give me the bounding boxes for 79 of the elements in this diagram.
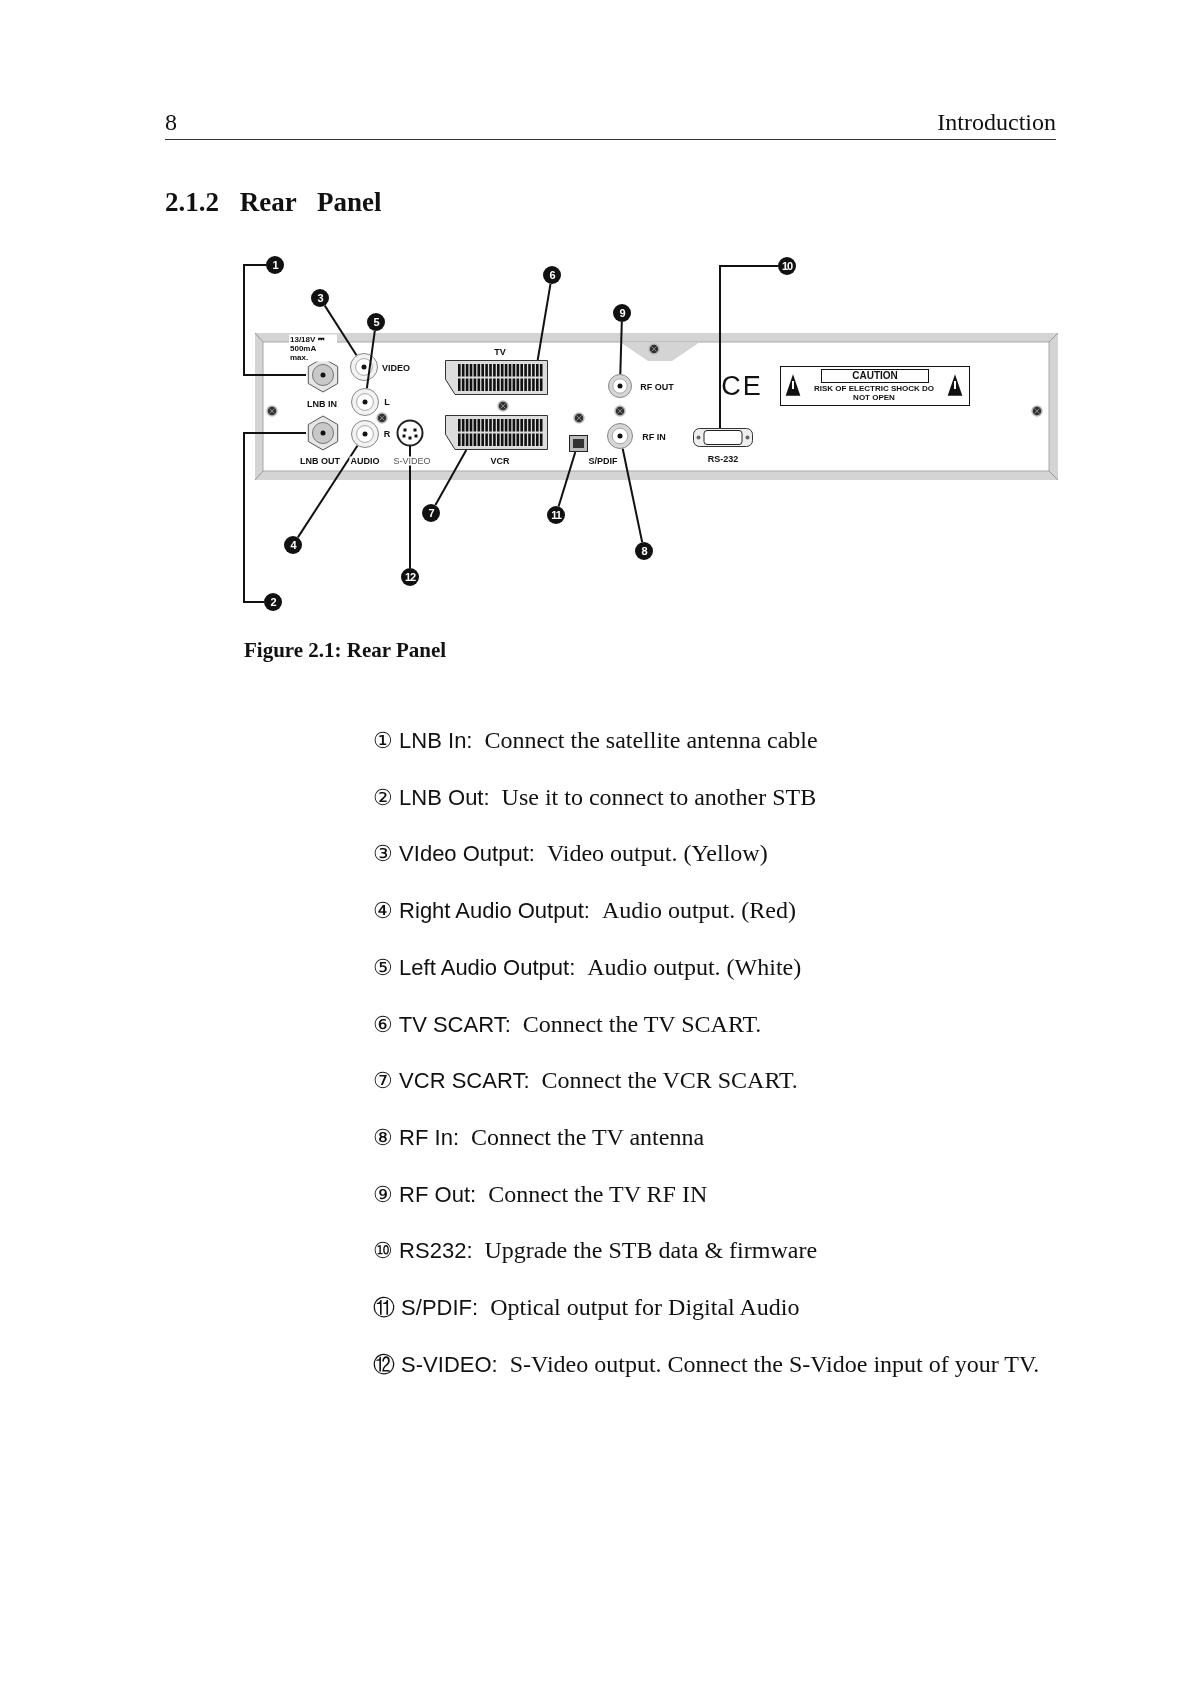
callout-number: 12 [401, 568, 419, 586]
serial-port [693, 428, 753, 447]
item-description: Audio output. (Red) [601, 897, 796, 924]
item-term: ⑤ Left Audio Output: [373, 954, 576, 980]
callout-number: 6 [543, 266, 561, 284]
leader-line [619, 321, 623, 375]
leader-line [243, 264, 307, 376]
item-description: Connect the satellite antenna cable [484, 727, 818, 753]
callout-number: 8 [635, 542, 653, 560]
item-description: Connect the TV antenna [471, 1123, 705, 1150]
leader-line [434, 449, 468, 507]
leader-line [296, 444, 359, 539]
callout-number: 10 [778, 257, 796, 275]
item-description: S-Video output. Connect the S-Vidoe input of your TV. [509, 1350, 1040, 1377]
leader-line [719, 265, 779, 429]
port-label: S-VIDEO [392, 456, 432, 466]
port-label: R [382, 429, 392, 439]
ce-mark: CE [720, 372, 764, 400]
rca-jack [351, 388, 379, 416]
port-label: VCR [489, 456, 511, 466]
callout-number: 5 [367, 313, 385, 331]
port-label: LNB OUT [299, 456, 341, 466]
port-label: RF IN [641, 432, 667, 442]
running-header: Introduction [937, 110, 1056, 134]
item-term: ⑫ S-VIDEO: [373, 1351, 498, 1377]
item-term: ⑧ RF In: [373, 1124, 459, 1150]
scart-connector [445, 415, 548, 450]
port-label: LNB IN [306, 399, 338, 409]
rca-jack [351, 420, 379, 448]
port-label: RF OUT [639, 382, 675, 392]
item-description: Upgrade the STB data & firmware [484, 1237, 818, 1264]
port-label: AUDIO [349, 456, 381, 466]
leader-line [323, 304, 358, 357]
warning-text: RISK OF ELECTRIC SHOCK DO NOT OPEN [813, 384, 935, 402]
item-description: Connect the TV RF IN [488, 1180, 708, 1207]
item-term: ⑩ RS232: [373, 1238, 473, 1264]
s-video-port [397, 420, 423, 446]
leader-line [557, 451, 577, 508]
item-term: ⑪ S/PDIF: [373, 1295, 479, 1320]
item-description: Connect the VCR SCART. [541, 1067, 798, 1094]
figure-caption: Figure 2.1: Rear Panel [244, 640, 447, 661]
callout-number: 11 [547, 506, 565, 524]
leader-line [243, 432, 307, 603]
port-label: S/PDIF [587, 456, 619, 466]
port-label: RS-232 [706, 454, 740, 464]
callout-number: 4 [284, 536, 302, 554]
section-heading: 2.1.2 Rear Panel [165, 189, 382, 216]
item-term: ③ VIdeo Output: [373, 841, 535, 867]
optical-port [569, 435, 588, 452]
item-term: ⑦ VCR SCART: [373, 1068, 530, 1094]
callout-number: 1 [266, 256, 284, 274]
item-term: ④ Right Audio Output: [373, 898, 590, 924]
coax-jack [607, 423, 633, 449]
item-description: Connect the TV SCART. [522, 1010, 762, 1037]
warning-heading: CAUTION [821, 369, 929, 383]
item-description: Video output. (Yellow) [546, 840, 768, 867]
f-connector [306, 416, 340, 450]
leader-line [621, 447, 644, 544]
item-term: ⑨ RF Out: [373, 1181, 477, 1207]
item-term: ① LNB In: [373, 728, 473, 753]
item-description: Optical output for Digital Audio [490, 1294, 800, 1320]
callout-number: 2 [264, 593, 282, 611]
item-term: ② LNB Out: [373, 784, 490, 810]
port-label: L [383, 397, 391, 407]
item-term: ⑥ TV SCART: [373, 1011, 511, 1037]
coax-jack [608, 374, 632, 398]
item-description: Use it to connect to another STB [501, 783, 817, 810]
page-number: 8 [165, 110, 177, 134]
leader-line [365, 329, 376, 390]
rating-label: 13/18V ⎓ 500mA max. [289, 334, 337, 362]
callout-number: 3 [311, 289, 329, 307]
rca-jack [350, 353, 378, 381]
scart-connector [445, 360, 548, 395]
leader-line [536, 282, 552, 361]
callout-number: 9 [613, 304, 631, 322]
leader-line [409, 445, 411, 569]
callout-number: 7 [422, 504, 440, 522]
item-description: Audio output. (White) [587, 953, 802, 980]
port-label: VIDEO [381, 363, 411, 373]
